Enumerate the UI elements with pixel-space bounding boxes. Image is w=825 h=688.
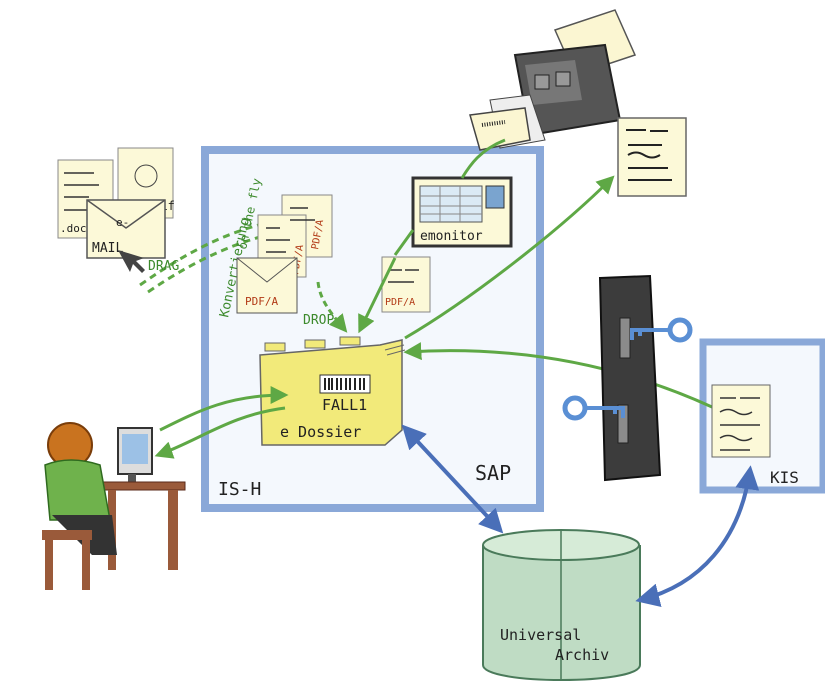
drop-path [316,281,348,333]
pdfa-label-3: PDF/A [245,295,278,308]
kis-archive-arrow [635,465,760,607]
universal-archive-cylinder: Universal Archiv [482,529,641,681]
kis-to-dossier-arrow [403,342,713,409]
key-icon-bottom [562,395,625,421]
drop-label: DROP [303,313,334,328]
pdfa-documents-icon: PDF/A PDF/A PDF/A [236,194,333,314]
user-to-dossier-arrow [159,386,289,432]
pdfa-label-1: PDF/A [310,219,326,251]
scanner-icon [469,9,637,151]
security-door-icon [598,274,662,482]
email-envelope-icon: e- MAIL [86,199,166,259]
archiv-label: Archiv [555,646,609,664]
ish-label: IS-H [218,479,261,500]
mouse-cursor-icon [118,250,145,273]
email-e-label: e- [116,216,129,229]
scanned-pdfa-document-icon: PDF/A [381,256,431,313]
mail-label: MAIL [92,241,123,256]
kis-label: KIS [770,468,799,487]
kis-document-icon [711,384,771,458]
fall-label: FALL1 [322,396,367,414]
drag-label: DRAG [148,259,179,274]
dossier-to-user-arrow [154,406,286,459]
user-at-desk-icon [42,422,186,590]
key-icon-top [630,317,693,343]
emonitor-screen: emonitor [411,176,513,248]
edossier-label: e Dossier [280,423,361,441]
pdfa-label-4: PDF/A [385,297,415,308]
universal-label: Universal [500,626,581,644]
archive-output-arrow [404,175,615,340]
emonitor-label: emonitor [420,229,483,244]
output-document-icon [617,117,687,197]
edossier-folder: FALL1 e Dossier [259,336,406,446]
sap-label: SAP [475,461,511,485]
doc-ext-label: .doc [60,222,87,235]
dossier-archive-arrow [401,424,504,534]
